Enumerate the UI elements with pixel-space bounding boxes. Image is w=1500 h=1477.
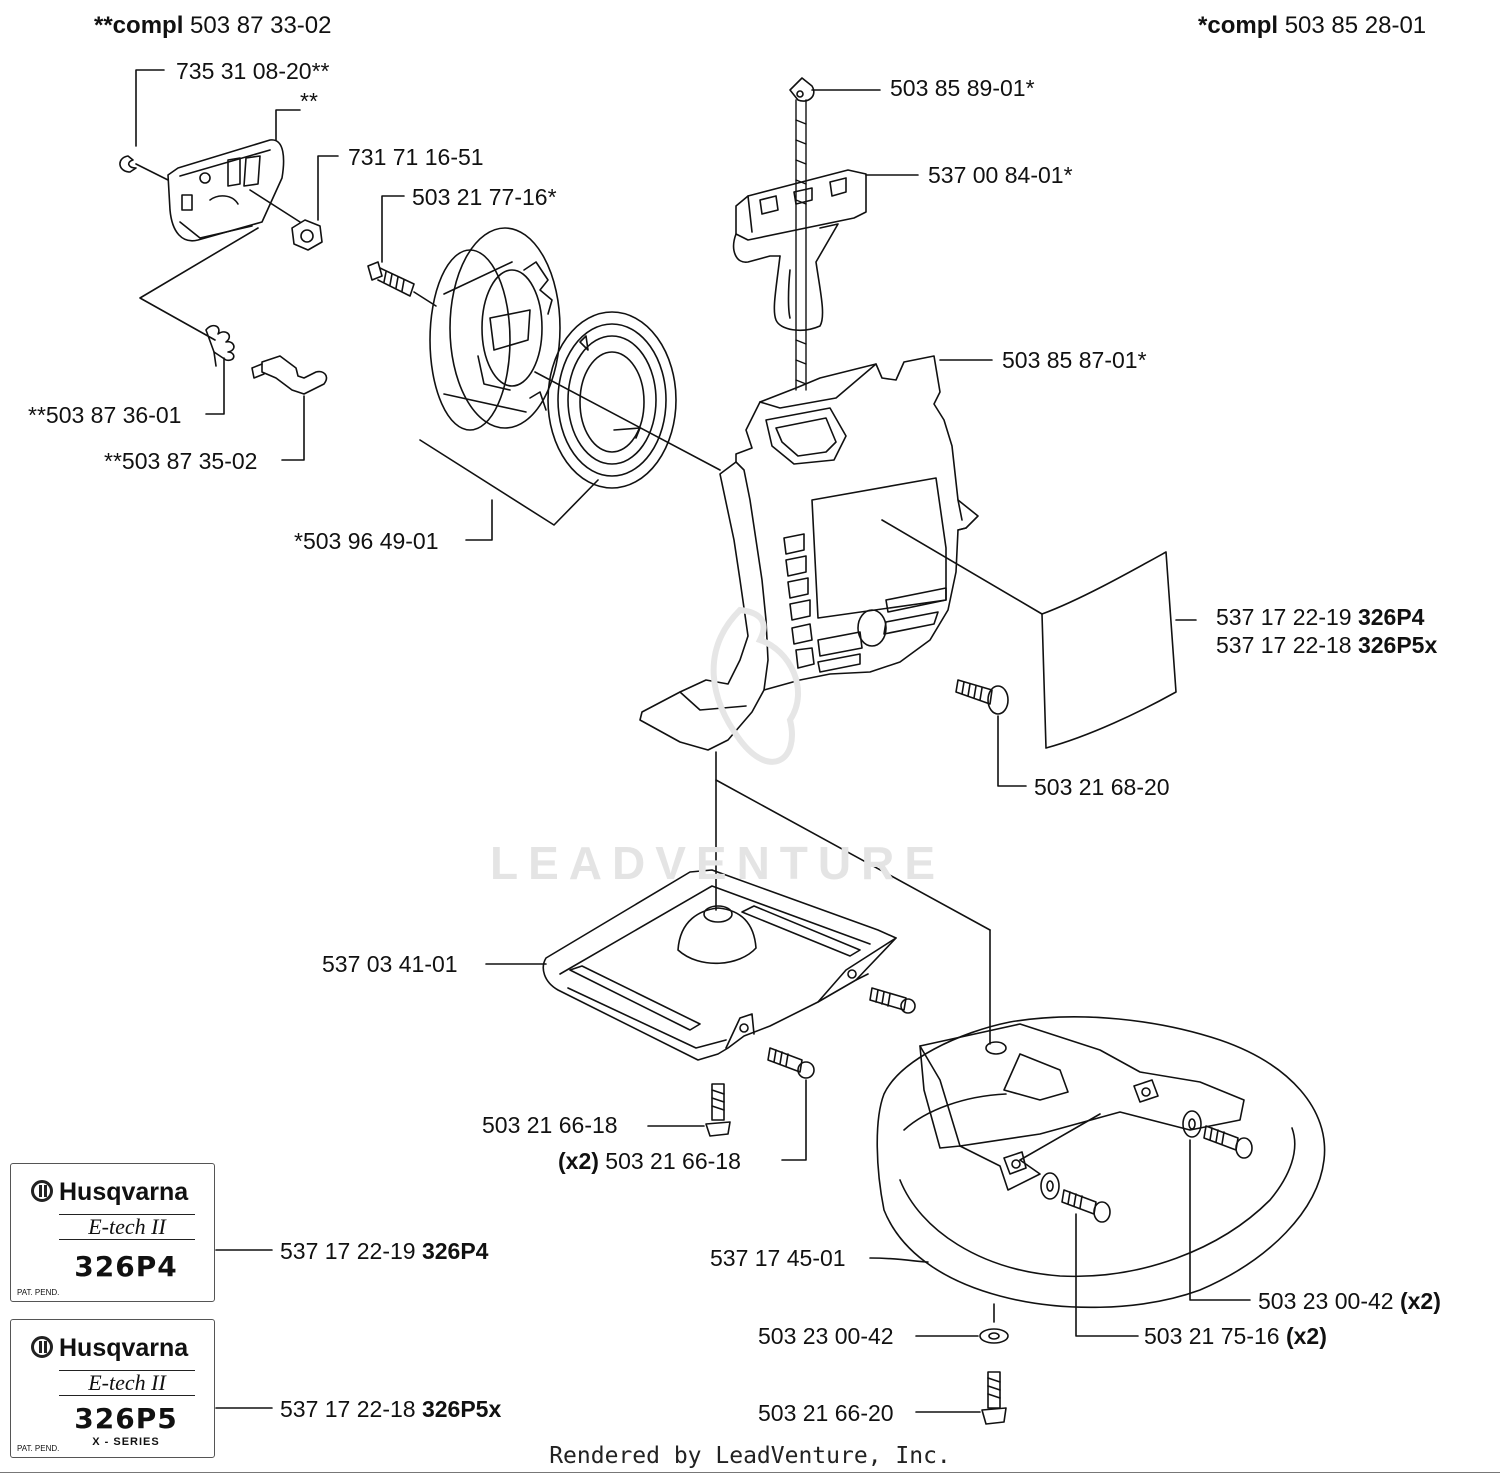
part-label-23-number: 537 17 22-18: [280, 1396, 416, 1422]
part-label-14: 537 03 41-01: [322, 951, 458, 977]
screw-bracket-front: [767, 1047, 815, 1079]
part-label-20: 503 21 75-16 (x2): [1144, 1323, 1327, 1349]
part-label-20-qty: (x2): [1285, 1323, 1327, 1349]
part-label-21: 503 21 66-20: [758, 1400, 894, 1426]
part-label-15: 503 21 66-18: [482, 1112, 618, 1138]
pawl: [251, 355, 328, 395]
washer-left: [1040, 1172, 1060, 1200]
rope-clip: [789, 77, 815, 102]
part-label-11: 537 17 22-19 326P4: [1216, 604, 1424, 630]
decal-brand: Husqvarna: [59, 1178, 189, 1206]
decal-tech: E-tech II: [59, 1370, 195, 1396]
pawl-cover: [167, 139, 285, 242]
decal-326p4: Husqvarna E-tech II 326P4 PAT. PEND.: [10, 1163, 215, 1302]
decal-patent-note: PAT. PEND.: [17, 1444, 60, 1453]
part-label-22-model: 326P4: [421, 1238, 489, 1264]
decal-sheet: [1041, 551, 1177, 749]
washer-bottom: [979, 1328, 1009, 1344]
pawl-spring: [205, 324, 235, 367]
harness-plate: [876, 1016, 1326, 1309]
part-label-23: 537 17 22-18 326P5x: [280, 1396, 501, 1422]
footer-credit: Rendered by LeadVenture, Inc.: [549, 1443, 951, 1469]
part-label-2: **: [300, 88, 318, 114]
part-label-10: 503 85 87-01*: [1002, 347, 1147, 373]
part-label-11-number: 537 17 22-19: [1216, 604, 1352, 630]
header-left-assembly: **compl 503 87 33-02: [94, 12, 332, 40]
decal-tech: E-tech II: [59, 1214, 195, 1240]
watermark-emblem: [710, 606, 802, 765]
part-label-22: 537 17 22-19 326P4: [280, 1238, 488, 1264]
part-label-1: 735 31 08-20**: [176, 58, 330, 84]
part-label-11-model: 326P4: [1357, 604, 1425, 630]
screw-503-21-68-20: [955, 679, 1009, 715]
starter-rope: [795, 99, 807, 391]
part-label-5: **503 87 36-01: [28, 402, 182, 428]
part-label-22-number: 537 17 22-19: [280, 1238, 416, 1264]
part-label-18: 503 23 00-42 (x2): [1258, 1288, 1441, 1314]
part-label-8: 503 85 89-01*: [890, 75, 1035, 101]
part-label-6: **503 87 35-02: [104, 448, 258, 474]
part-label-23-model: 326P5x: [421, 1396, 502, 1422]
nut: [291, 219, 323, 251]
screw-bracket-right: [869, 987, 916, 1014]
part-label-9: 537 00 84-01*: [928, 162, 1073, 188]
screw-503-21-77-16: [367, 261, 415, 297]
decal-model: 326P5: [74, 1402, 178, 1435]
part-label-16-qty: (x2): [558, 1148, 599, 1174]
decal-model: 326P4: [74, 1250, 178, 1283]
decal-brand: Husqvarna: [59, 1334, 189, 1362]
screw-bracket-bottom: [705, 1083, 731, 1137]
part-label-7: *503 96 49-01: [294, 528, 439, 554]
starter-handle: [732, 169, 867, 332]
screw-bottom: [981, 1371, 1007, 1425]
part-label-19: 503 23 00-42: [758, 1323, 894, 1349]
part-label-13: 503 21 68-20: [1034, 774, 1170, 800]
part-label-12-number: 537 17 22-18: [1216, 632, 1352, 658]
decal-326p5: Husqvarna E-tech II 326P5 X - SERIES PAT…: [10, 1319, 215, 1458]
starter-housing: [639, 355, 979, 751]
part-label-18-number: 503 23 00-42: [1258, 1288, 1394, 1314]
decal-series: X - SERIES: [92, 1436, 160, 1448]
part-label-12: 537 17 22-18 326P5x: [1216, 632, 1437, 658]
husqvarna-crown-icon: [31, 1180, 53, 1202]
header-left-prefix: **compl: [94, 12, 184, 39]
screw-right: [1203, 1125, 1253, 1159]
watermark-text: LEADVENTURE: [490, 837, 946, 889]
washer-right: [1182, 1110, 1202, 1138]
decal-patent-note: PAT. PEND.: [17, 1288, 60, 1297]
part-label-16: (x2) 503 21 66-18: [558, 1148, 741, 1174]
part-label-12-model: 326P5x: [1357, 632, 1438, 658]
recoil-spring: [547, 311, 677, 489]
screw-left: [1061, 1189, 1111, 1223]
header-right-prefix: *compl: [1198, 12, 1279, 39]
part-label-18-qty: (x2): [1399, 1288, 1441, 1314]
rope-pulley: [429, 227, 561, 431]
header-right-number: 503 85 28-01: [1284, 12, 1427, 39]
part-label-3: 731 71 16-51: [348, 144, 484, 170]
header-right-assembly: *compl 503 85 28-01: [1198, 12, 1426, 40]
part-label-16-number: 503 21 66-18: [605, 1148, 741, 1174]
part-label-4: 503 21 77-16*: [412, 184, 557, 210]
husqvarna-crown-icon: [31, 1336, 53, 1358]
bottom-rule: [0, 1472, 1500, 1473]
header-left-number: 503 87 33-02: [190, 12, 332, 39]
mounting-bracket: [542, 869, 897, 1061]
part-label-17: 537 17 45-01: [710, 1245, 846, 1271]
part-label-20-number: 503 21 75-16: [1144, 1323, 1280, 1349]
snap-ring: [119, 155, 137, 173]
